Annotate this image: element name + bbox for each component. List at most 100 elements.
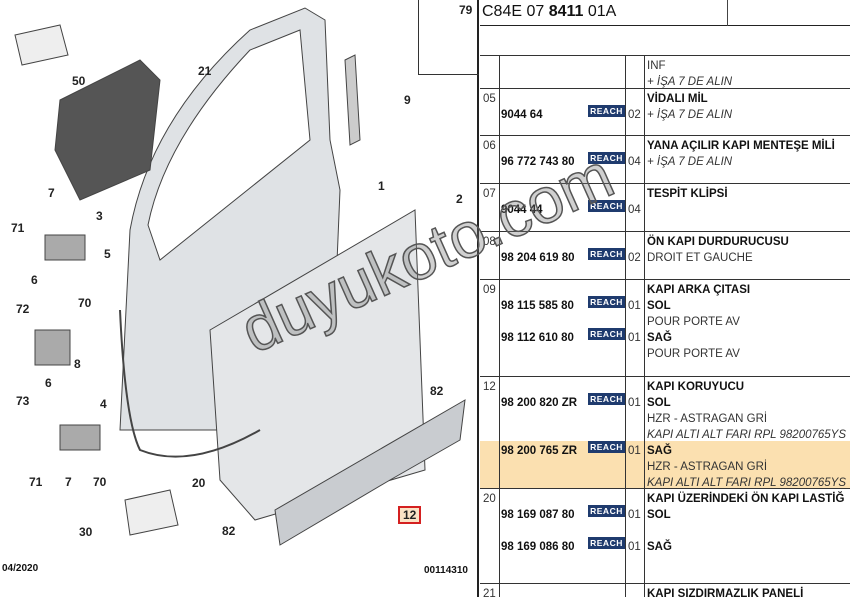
reach-badge: REACH xyxy=(588,296,625,308)
callout-6: 6 xyxy=(31,273,38,287)
callout-7: 7 xyxy=(48,186,55,200)
document-code: C84E 07 8411 01A xyxy=(480,0,850,26)
door-exploded-view xyxy=(14,7,466,546)
quantity: 01 xyxy=(628,541,641,553)
table-row: 21 KAPI SIZDIRMAZLIK PANELİ xyxy=(480,583,850,603)
parts-table: C84E 07 8411 01A INF + İŞA 7 DE ALIN 05 VİD… xyxy=(480,0,850,600)
callout-8: 8 xyxy=(74,357,81,371)
description-line: POUR PORTE AV xyxy=(647,316,740,328)
description-line: HZR - ASTRAGAN GRİ xyxy=(647,461,768,473)
part-number[interactable]: 96 772 743 80 xyxy=(501,156,575,168)
part-number[interactable]: 98 169 087 80 xyxy=(501,509,575,521)
quantity: 01 xyxy=(628,445,641,457)
row-index: 12 xyxy=(483,381,496,393)
callout-82b: 82 xyxy=(222,524,236,538)
row-index: 21 xyxy=(483,588,496,600)
callout-82: 82 xyxy=(430,384,444,398)
description-line: ÖN KAPI DURDURUCUSU xyxy=(647,236,789,248)
description-line: VİDALI MİL xyxy=(647,93,708,105)
callout-3: 3 xyxy=(96,209,103,223)
description-line: INF xyxy=(647,60,666,72)
callout-73: 73 xyxy=(16,394,30,408)
description-line: + İŞA 7 DE ALIN xyxy=(647,76,733,88)
callout-12-highlighted[interactable]: 12 xyxy=(398,506,422,524)
description-line: + İŞA 7 DE ALIN xyxy=(647,156,733,168)
callout-71: 71 xyxy=(11,221,25,235)
callout-50: 50 xyxy=(72,74,86,88)
callout-7b: 7 xyxy=(65,475,72,489)
diagram-ref: 00114310 xyxy=(424,565,468,576)
description-line: SOL xyxy=(647,509,671,521)
code-suffix: 01A xyxy=(583,3,617,20)
reach-badge: REACH xyxy=(588,152,625,164)
callout-70b: 70 xyxy=(93,475,107,489)
callout-9: 9 xyxy=(404,93,411,107)
quantity: 01 xyxy=(628,397,641,409)
part-number[interactable]: 98 169 086 80 xyxy=(501,541,575,553)
description-line: SOL xyxy=(647,300,671,312)
reach-badge: REACH xyxy=(588,200,625,212)
table-row: INF + İŞA 7 DE ALIN xyxy=(480,55,850,88)
part-number[interactable]: 98 112 610 80 xyxy=(501,332,574,344)
row-index: 06 xyxy=(483,140,496,152)
description-line: KAPI ALTI ALT FARI RPL 98200765YS xyxy=(647,429,847,441)
code-bold: 8411 xyxy=(548,3,584,20)
diagram-date: 04/2020 xyxy=(2,563,39,574)
description-line: KAPI ARKA ÇITASI xyxy=(647,284,751,296)
callout-6b: 6 xyxy=(45,376,52,390)
part-number[interactable]: 98 200 765 ZR xyxy=(501,445,578,457)
description-line: + İŞA 7 DE ALIN xyxy=(647,109,733,121)
description-line: DROIT ET GAUCHE xyxy=(647,252,753,264)
part-number[interactable]: 98 200 820 ZR xyxy=(501,397,578,409)
description-line: SAĞ xyxy=(647,541,672,553)
part-number[interactable]: 98 115 585 80 xyxy=(501,300,574,312)
callout-72: 72 xyxy=(16,302,30,316)
row-index: 05 xyxy=(483,93,496,105)
callout-71b: 71 xyxy=(29,475,43,489)
callout-20: 20 xyxy=(192,476,206,490)
reach-badge: REACH xyxy=(588,393,625,405)
reach-badge: REACH xyxy=(588,328,625,340)
callout-1: 1 xyxy=(378,179,385,193)
description-line: TESPİT KLİPSİ xyxy=(647,188,728,200)
callout-2: 2 xyxy=(456,192,463,206)
description-line: KAPI ÜZERİNDEKİ ÖN KAPI LASTİĞ xyxy=(647,493,845,505)
parts-diagram: 79 50 21 9 1 2 7 3 71 5 6 70 72 8 73 6 4… xyxy=(2,0,479,597)
row-index: 07 xyxy=(483,188,496,200)
quantity: 01 xyxy=(628,300,641,312)
row-index: 08 xyxy=(483,236,496,248)
part-number[interactable]: 9044 44 xyxy=(501,204,543,216)
description-line: YANA AÇILIR KAPI MENTEŞE MİLİ xyxy=(647,140,835,152)
quantity: 04 xyxy=(628,204,641,216)
description-line: SAĞ xyxy=(647,445,672,457)
reach-badge: REACH xyxy=(588,105,625,117)
description-line: KAPI SIZDIRMAZLIK PANELİ xyxy=(647,588,804,600)
description-line: KAPI ALTI ALT FARI RPL 98200765YS xyxy=(647,477,847,489)
callout-4: 4 xyxy=(100,397,107,411)
reach-badge: REACH xyxy=(588,537,625,549)
table-row: 08 ÖN KAPI DURDURUCUSU DROIT ET GAUCHE 98 2… xyxy=(480,231,850,279)
callout-70: 70 xyxy=(78,296,92,310)
selected-row-highlight xyxy=(480,441,850,489)
description-line: HZR - ASTRAGAN GRİ xyxy=(647,413,768,425)
quantity: 01 xyxy=(628,509,641,521)
quantity: 02 xyxy=(628,252,641,264)
callout-79: 79 xyxy=(459,3,473,17)
code-prefix: C84E 07 xyxy=(482,3,549,20)
thumbnail-79: 79 xyxy=(418,0,479,75)
description-line: SAĞ xyxy=(647,332,672,344)
description-line: POUR PORTE AV xyxy=(647,348,740,360)
part-number[interactable]: 9044 64 xyxy=(501,109,543,121)
description-line: KAPI KORUYUCU xyxy=(647,381,745,393)
quantity: 01 xyxy=(628,332,641,344)
part-number[interactable]: 98 204 619 80 xyxy=(501,252,575,264)
callout-21: 21 xyxy=(198,64,212,78)
reach-badge: REACH xyxy=(588,505,625,517)
quantity: 02 xyxy=(628,109,641,121)
table-row: 06 YANA AÇILIR KAPI MENTEŞE MİLİ + İŞA 7 D… xyxy=(480,135,850,183)
